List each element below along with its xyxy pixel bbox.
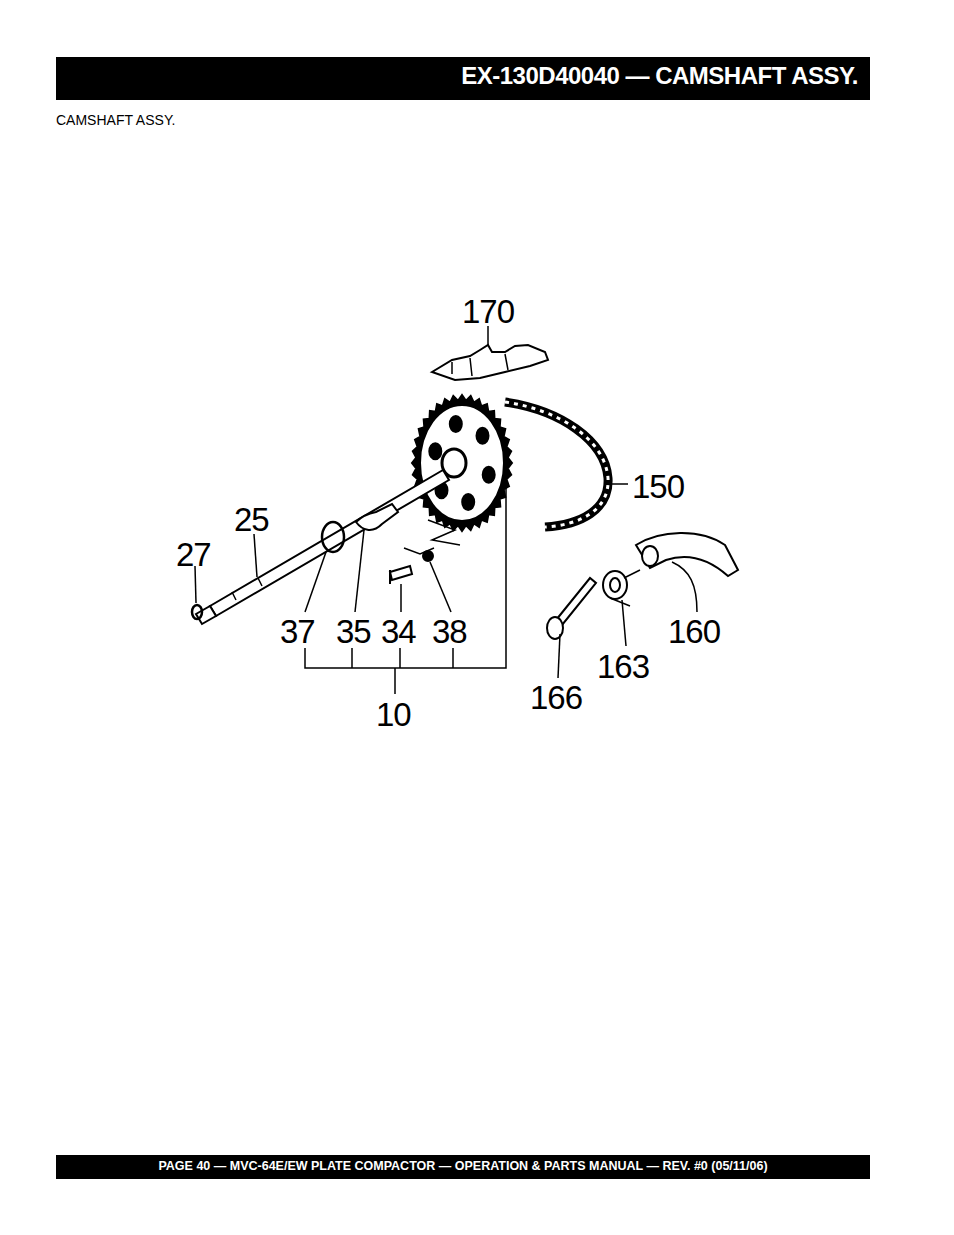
callout-number: 170 — [462, 295, 514, 328]
page-footer: PAGE 40 — MVC-64E/EW PLATE COMPACTOR — O… — [158, 1159, 767, 1173]
callout-number: 37 — [280, 615, 315, 648]
callout-number: 27 — [176, 538, 211, 571]
callout-number: 25 — [234, 503, 269, 536]
callout-number: 150 — [632, 470, 684, 503]
callout-number: 163 — [597, 650, 649, 683]
callout-number: 166 — [530, 681, 582, 714]
callout-number: 35 — [336, 615, 371, 648]
callout-number: 160 — [668, 615, 720, 648]
callout-number: 38 — [432, 615, 467, 648]
section-caption: CAMSHAFT ASSY. — [56, 112, 175, 128]
page-title: EX-130D40040 — CAMSHAFT ASSY. — [461, 62, 858, 90]
callout-number: 34 — [381, 615, 416, 648]
callout-number: 10 — [376, 698, 411, 731]
